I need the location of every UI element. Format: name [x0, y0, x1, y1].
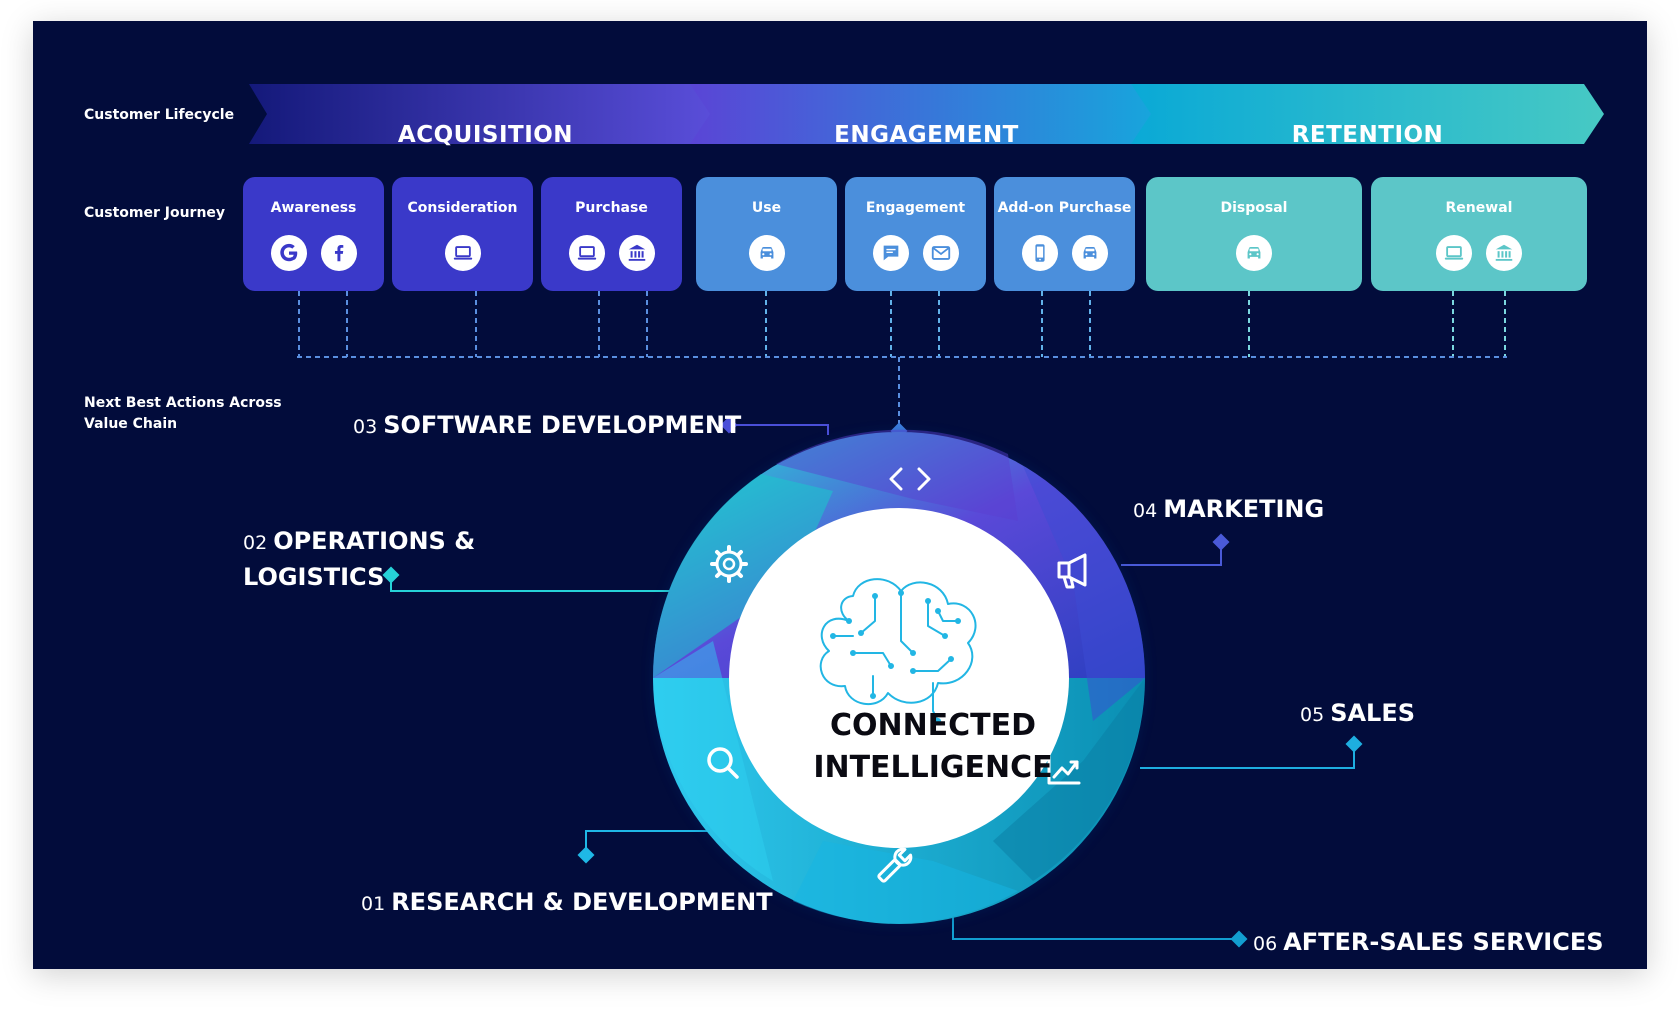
wrench-icon — [877, 847, 913, 883]
journey-dashed-connectors — [297, 291, 1507, 431]
action-label: AFTER-SALES SERVICES — [1283, 928, 1604, 956]
journey-label: Awareness — [270, 200, 357, 216]
magnifier-icon — [707, 747, 739, 779]
journey-row-label: Customer Journey — [84, 205, 226, 221]
journey-box-disposal: Disposal — [1146, 177, 1362, 291]
center-disc — [729, 508, 1069, 848]
chart-icon — [1047, 755, 1081, 785]
diagram-panel: Customer Lifecycle Customer Journey Next… — [33, 21, 1647, 969]
facebook-icon — [320, 235, 357, 271]
bank-icon — [618, 235, 655, 271]
action-label: SOFTWARE DEVELOPMENT — [383, 411, 742, 439]
action-label-line2: LOGISTICS — [243, 563, 385, 591]
action-label: SALES — [1330, 699, 1416, 727]
action-number: 04 — [1133, 500, 1158, 522]
journey-box-use: Use — [696, 177, 837, 291]
journey-label: Engagement — [865, 200, 966, 216]
engagement-arrow — [690, 84, 1163, 144]
journey-box-purchase: Purchase — [541, 177, 682, 291]
car-icon — [1071, 235, 1108, 271]
connector-and-wheel-layer — [297, 291, 1507, 948]
laptop-icon — [568, 235, 605, 271]
marker-diamond — [1212, 533, 1230, 551]
action-number: 05 — [1300, 704, 1325, 726]
journey-box-engagement: Engagement — [845, 177, 986, 291]
journey-box-renewal: Renewal — [1371, 177, 1587, 291]
marker-diamond — [382, 566, 400, 584]
laptop-icon — [1436, 235, 1472, 271]
action-number: 02 — [243, 532, 268, 554]
code-icon — [889, 467, 931, 491]
megaphone-icon — [1057, 553, 1087, 589]
google-icon — [270, 235, 307, 271]
journey-label: Use — [751, 200, 782, 216]
retention-arrow — [1131, 84, 1604, 144]
action-label: MARKETING — [1163, 495, 1325, 523]
laptop-icon — [444, 235, 481, 271]
marker-diamond — [720, 416, 738, 434]
next-best-actions-label: Next Best Actions Across Value Chain — [84, 395, 282, 432]
action-number: 01 — [361, 893, 386, 915]
center-title-line2: INTELLIGENCE — [813, 750, 1053, 785]
mail-icon — [922, 235, 959, 271]
brain-circuit-nodes — [830, 590, 961, 724]
lifecycle-row-label: Customer Lifecycle — [84, 107, 235, 123]
lifecycle-acquisition: ACQUISITION — [397, 122, 574, 148]
phone-icon — [1021, 235, 1058, 271]
journey-label: Purchase — [575, 200, 648, 216]
lifecycle-engagement: ENGAGEMENT — [834, 122, 1019, 148]
action-label: RESEARCH & DEVELOPMENT — [391, 888, 773, 916]
gear-icon — [710, 545, 748, 583]
marker-diamond — [1345, 735, 1363, 753]
car-icon — [748, 235, 785, 271]
journey-label: Disposal — [1220, 200, 1288, 216]
journey-label: Renewal — [1445, 200, 1513, 216]
journey-label: Consideration — [407, 200, 518, 216]
car-icon — [1236, 235, 1272, 271]
brain-circuit-icon — [819, 578, 977, 722]
chat-icon — [872, 235, 909, 271]
journey-box-consideration: Consideration — [392, 177, 533, 291]
action-number: 03 — [353, 416, 378, 438]
marker-diamond — [577, 846, 595, 864]
journey-box-awareness: Awareness — [243, 177, 384, 291]
lifecycle-retention: RETENTION — [1291, 122, 1444, 148]
bank-icon — [1486, 235, 1522, 271]
action-number: 06 — [1253, 933, 1278, 955]
center-title-line1: CONNECTED — [829, 708, 1037, 743]
marker-diamond — [1230, 930, 1248, 948]
lifecycle-arrows — [249, 84, 1604, 144]
acquisition-arrow — [249, 84, 722, 144]
journey-box-add-on-purchase: Add-on Purchase — [994, 177, 1135, 291]
journey-label: Add-on Purchase — [997, 200, 1132, 216]
action-label: OPERATIONS & — [273, 527, 476, 555]
